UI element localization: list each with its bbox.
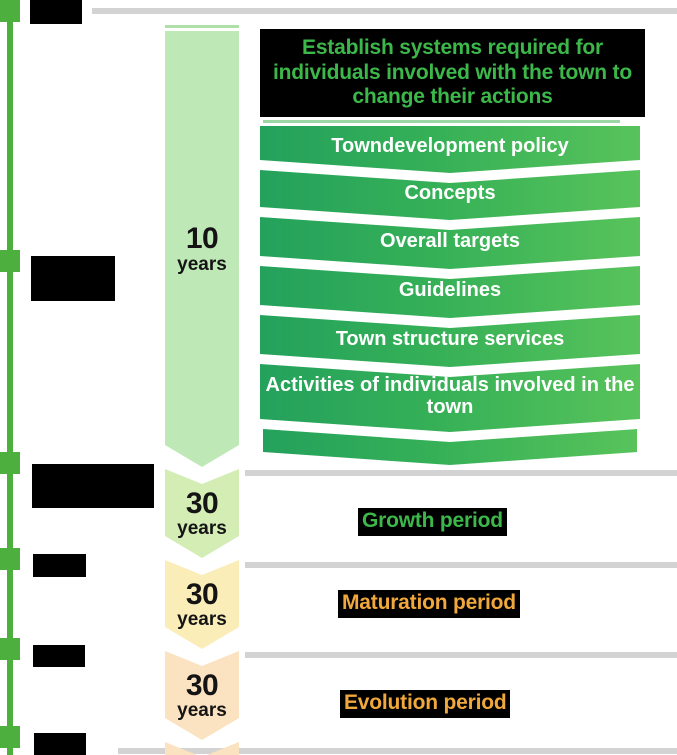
redacted-label-2 (31, 256, 115, 301)
timeline-node-4[interactable] (0, 548, 20, 570)
band-number: 30 (185, 577, 219, 611)
funnel-row-6[interactable]: Activities of individuals involved in th… (260, 364, 640, 432)
band-unit: years (177, 518, 227, 540)
timeline-node-1[interactable] (0, 0, 20, 22)
band-number: 10 (185, 222, 219, 256)
redacted-label-3 (32, 464, 154, 508)
divider-evolution (245, 652, 677, 658)
divider-top (92, 8, 677, 14)
funnel-row-5[interactable]: Town structure services (260, 315, 640, 367)
band-unit: years (177, 609, 227, 631)
redacted-label-6 (34, 733, 86, 755)
period-label-maturation: Maturation period (338, 590, 520, 618)
band-unit: years (177, 253, 227, 275)
timeline-node-3[interactable] (0, 452, 20, 474)
band-30-years-maturation: 30 years (165, 560, 239, 649)
band-10-years: 10 years (165, 31, 239, 467)
funnel-row-4[interactable]: Guidelines (260, 266, 640, 318)
band-unit: years (177, 700, 227, 722)
funnel-row-2[interactable]: Concepts (260, 170, 640, 220)
funnel-row-7 (263, 429, 637, 465)
band-30-years-evolution: 30 years (165, 651, 239, 740)
timeline-node-2[interactable] (0, 250, 20, 272)
funnel-row-1[interactable]: Towndevelopment policy (260, 126, 640, 173)
divider-bottom (118, 748, 677, 754)
divider-maturation (245, 562, 677, 568)
redacted-label-4 (33, 554, 86, 577)
band-number: 30 (185, 668, 219, 702)
band-cap-10y (165, 25, 239, 28)
headline-statement: Establish systems required for individua… (260, 29, 645, 117)
funnel-row-3[interactable]: Overall targets (260, 217, 640, 269)
timeline-node-5[interactable] (0, 638, 20, 660)
divider-growth (245, 470, 677, 476)
timeline-rail-line (7, 8, 13, 755)
timeline-node-6[interactable] (0, 726, 20, 748)
redacted-label-5 (33, 645, 85, 667)
band-number: 30 (185, 486, 219, 520)
redacted-label-1 (30, 0, 82, 24)
period-label-evolution: Evolution period (340, 690, 511, 718)
funnel-stack: Towndevelopment policy Concepts Overall … (260, 126, 640, 466)
band-30-years-growth: 30 years (165, 469, 239, 558)
funnel-accent-line (263, 120, 620, 123)
period-label-growth: Growth period (358, 508, 507, 536)
